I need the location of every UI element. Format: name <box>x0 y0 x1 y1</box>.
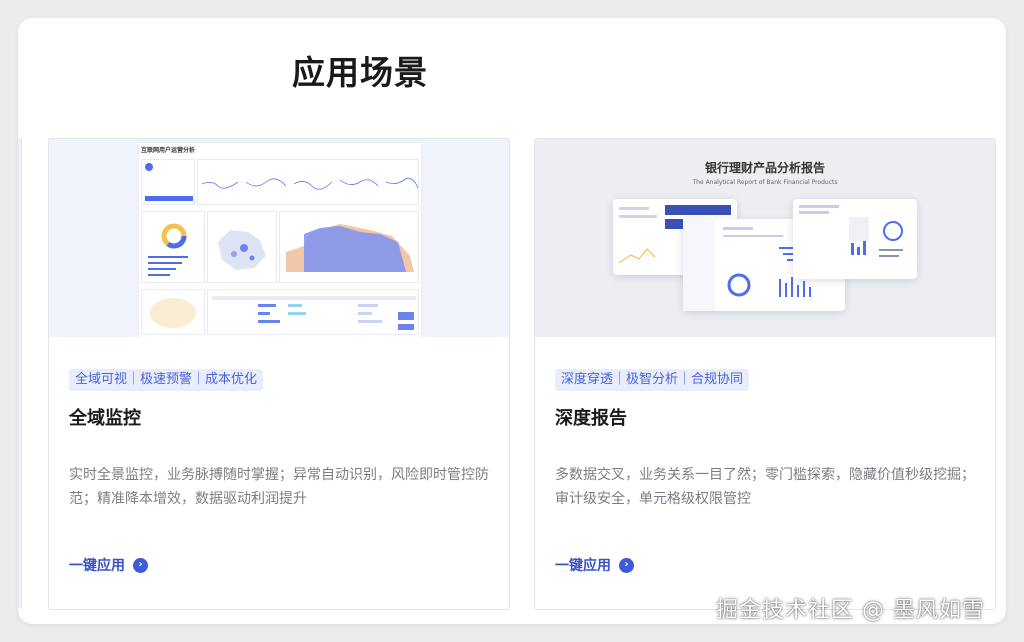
chevron-right-icon: › <box>619 557 634 573</box>
preview-report-title: 银行理财产品分析报告 <box>704 161 825 175</box>
dashboard-preview-image: 互联网用户运营分析 <box>49 139 509 337</box>
apply-button[interactable]: 一键应用 › <box>555 555 634 575</box>
apply-button[interactable]: 一键应用 › <box>69 555 148 575</box>
card-description: 实时全景监控，业务脉搏随时掌握；异常自动识别，风险即时管控防范；精准降本增效，数… <box>69 467 489 507</box>
preview-title: 互联网用户运营分析 <box>141 147 196 154</box>
chevron-right-icon: › <box>133 557 148 573</box>
area-chart-panel <box>279 211 419 283</box>
previous-card-edge <box>18 138 22 608</box>
apply-button-label: 一键应用 <box>69 558 125 574</box>
apply-button-label: 一键应用 <box>555 558 611 574</box>
report-preview-image: 银行理财产品分析报告 The Analytical Report of Bank… <box>535 139 995 337</box>
card-title: 深度报告 <box>555 408 627 429</box>
kpi-panel <box>141 159 195 205</box>
donut-panel <box>141 211 205 283</box>
report-sheet-right <box>793 199 917 279</box>
kpi-trend-panel <box>197 159 419 205</box>
map-panel <box>207 211 277 283</box>
card-description: 多数据交叉，业务关系一目了然；零门槛探索，隐藏价值秒级挖掘；审计级安全，单元格级… <box>555 467 975 507</box>
card-title: 全域监控 <box>69 408 141 429</box>
page-title: 应用场景 <box>292 53 428 92</box>
scenario-card-monitoring[interactable]: 互联网用户运营分析 <box>48 138 510 610</box>
watermark: 掘金技术社区 @ 墨风如雪 <box>716 598 985 623</box>
heatmap-panel <box>141 289 205 335</box>
page-frame: 应用场景 互联网用户运营分析 <box>18 18 1006 624</box>
feature-tags: 深度穿透｜极智分析｜合规协同 <box>555 369 750 391</box>
dashboard-mock: 互联网用户运营分析 <box>139 143 421 337</box>
feature-tags: 全域可视｜极速预警｜成本优化 <box>69 369 264 391</box>
table-panel <box>207 289 419 335</box>
preview-report-subtitle: The Analytical Report of Bank Financial … <box>692 179 838 186</box>
scenario-card-report[interactable]: 银行理财产品分析报告 The Analytical Report of Bank… <box>534 138 996 610</box>
